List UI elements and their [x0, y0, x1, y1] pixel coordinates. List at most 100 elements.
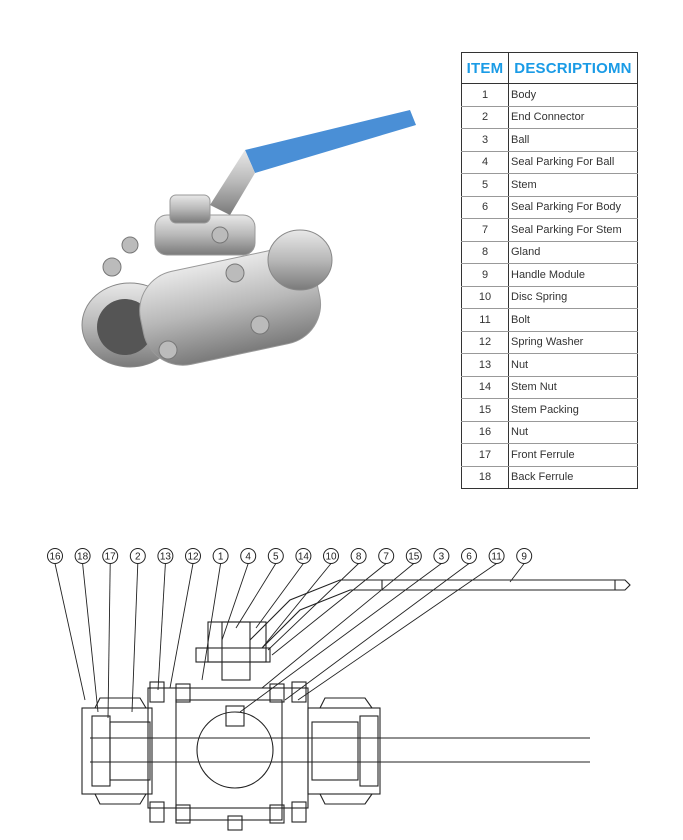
callout-15: 15: [405, 548, 422, 564]
item-description: Handle Module: [508, 263, 638, 287]
item-number: 15: [461, 398, 509, 422]
leader-line: [271, 563, 387, 656]
callout-label: 17: [105, 552, 117, 563]
item-number: 12: [461, 331, 509, 354]
leader-line: [267, 563, 359, 651]
leader-line: [297, 563, 497, 701]
callout-6: 6: [461, 548, 477, 564]
callout-label: 7: [383, 552, 389, 563]
callout-17: 17: [102, 548, 119, 564]
callout-1: 1: [212, 548, 229, 564]
callout-label: 18: [77, 552, 89, 563]
leader-line: [261, 563, 415, 689]
item-description: Bolt: [508, 308, 638, 332]
item-number: 16: [461, 421, 509, 444]
leader-line: [82, 563, 99, 713]
leader-line: [255, 563, 304, 629]
callout-label: 3: [439, 552, 445, 563]
leader-line: [235, 563, 277, 629]
item-number: 5: [461, 173, 509, 197]
leader-line: [509, 563, 525, 583]
callout-9: 9: [516, 548, 533, 564]
item-description: Nut: [508, 421, 638, 444]
callout-7: 7: [378, 548, 395, 564]
callout-label: 4: [245, 552, 251, 563]
item-description: Spring Washer: [508, 331, 638, 354]
callout-11: 11: [488, 548, 505, 564]
leader-line: [131, 563, 139, 713]
callout-label: 13: [160, 552, 172, 563]
item-number: 9: [461, 263, 509, 287]
callout-14: 14: [295, 548, 312, 564]
callout-4: 4: [240, 548, 257, 564]
item-description: Front Ferrule: [508, 443, 638, 467]
item-number: 11: [461, 308, 509, 332]
callout-label: 11: [491, 552, 502, 563]
callout-3: 3: [433, 548, 450, 564]
item-number: 4: [461, 151, 509, 174]
callout-label: 2: [135, 552, 141, 563]
callout-2: 2: [129, 548, 146, 564]
callout-label: 8: [356, 552, 362, 563]
item-number: 17: [461, 443, 509, 467]
item-description: Stem Packing: [508, 398, 638, 422]
item-description: Nut: [508, 353, 638, 377]
item-description: End Connector: [508, 106, 638, 129]
item-number: 7: [461, 218, 509, 242]
item-description: Stem Nut: [508, 376, 638, 399]
item-number: 6: [461, 196, 509, 219]
item-number: 1: [461, 83, 509, 107]
callout-label: 15: [408, 552, 420, 563]
item-number: 14: [461, 376, 509, 399]
item-description: Disc Spring: [508, 286, 638, 309]
leader-line: [54, 563, 86, 701]
leader-line: [157, 563, 166, 691]
callout-label: 10: [325, 552, 337, 563]
callout-16: 16: [47, 548, 63, 564]
callout-10: 10: [323, 548, 339, 564]
callout-label: 1: [218, 552, 224, 563]
item-description: Stem: [508, 173, 638, 197]
item-number: 3: [461, 128, 509, 152]
ball-valve-photo: [81, 110, 416, 368]
item-number: 13: [461, 353, 509, 377]
callout-12: 12: [185, 548, 201, 564]
callout-18: 18: [74, 548, 91, 564]
callout-label: 12: [187, 552, 199, 563]
item-number: 2: [461, 106, 509, 129]
item-description: Gland: [508, 241, 638, 264]
column-header-item: ITEM: [461, 52, 509, 84]
item-description: Back Ferrule: [508, 466, 638, 489]
callout-label: 9: [521, 552, 527, 563]
callout-5: 5: [267, 548, 284, 564]
item-description: Seal Parking For Stem: [508, 218, 638, 242]
leader-line: [201, 563, 222, 681]
item-number: 8: [461, 241, 509, 264]
callout-label: 5: [273, 552, 279, 563]
callout-label: 14: [298, 552, 310, 563]
item-description: Seal Parking For Body: [508, 196, 638, 219]
leader-line: [239, 563, 442, 713]
callout-label: 6: [466, 552, 472, 563]
callout-label: 16: [49, 552, 61, 563]
item-description: Body: [508, 83, 638, 107]
leader-line: [261, 563, 332, 649]
leader-line: [169, 563, 194, 689]
